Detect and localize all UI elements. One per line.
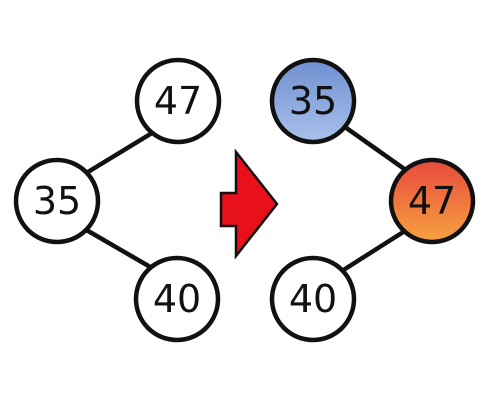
node-label: 35 bbox=[33, 179, 81, 223]
edge-47-35 bbox=[80, 130, 155, 178]
node-circle bbox=[133, 255, 221, 343]
after-tree: 35 47 40 bbox=[269, 57, 476, 343]
tree-node: 47 bbox=[134, 57, 222, 145]
node-circle bbox=[134, 57, 222, 145]
node-label: 40 bbox=[153, 277, 201, 321]
node-label: 35 bbox=[289, 79, 337, 123]
edge-35-47 bbox=[342, 124, 413, 176]
node-label: 47 bbox=[154, 79, 202, 123]
node-circle-highlight-orange bbox=[388, 157, 476, 245]
node-label: 40 bbox=[289, 277, 337, 321]
tree-node: 35 bbox=[269, 57, 357, 145]
edge-47-40 bbox=[342, 226, 411, 272]
tree-node: 47 bbox=[388, 157, 476, 245]
tree-node: 40 bbox=[133, 255, 221, 343]
tree-node: 40 bbox=[269, 255, 357, 343]
node-circle bbox=[269, 255, 357, 343]
node-label: 47 bbox=[408, 179, 456, 223]
node-circle bbox=[13, 157, 101, 245]
tree-node: 35 bbox=[13, 157, 101, 245]
before-tree: 47 35 40 bbox=[13, 57, 222, 343]
node-circle-highlight-blue bbox=[269, 57, 357, 145]
rotation-arrow-icon bbox=[219, 148, 279, 260]
edge-35-40 bbox=[80, 225, 155, 271]
